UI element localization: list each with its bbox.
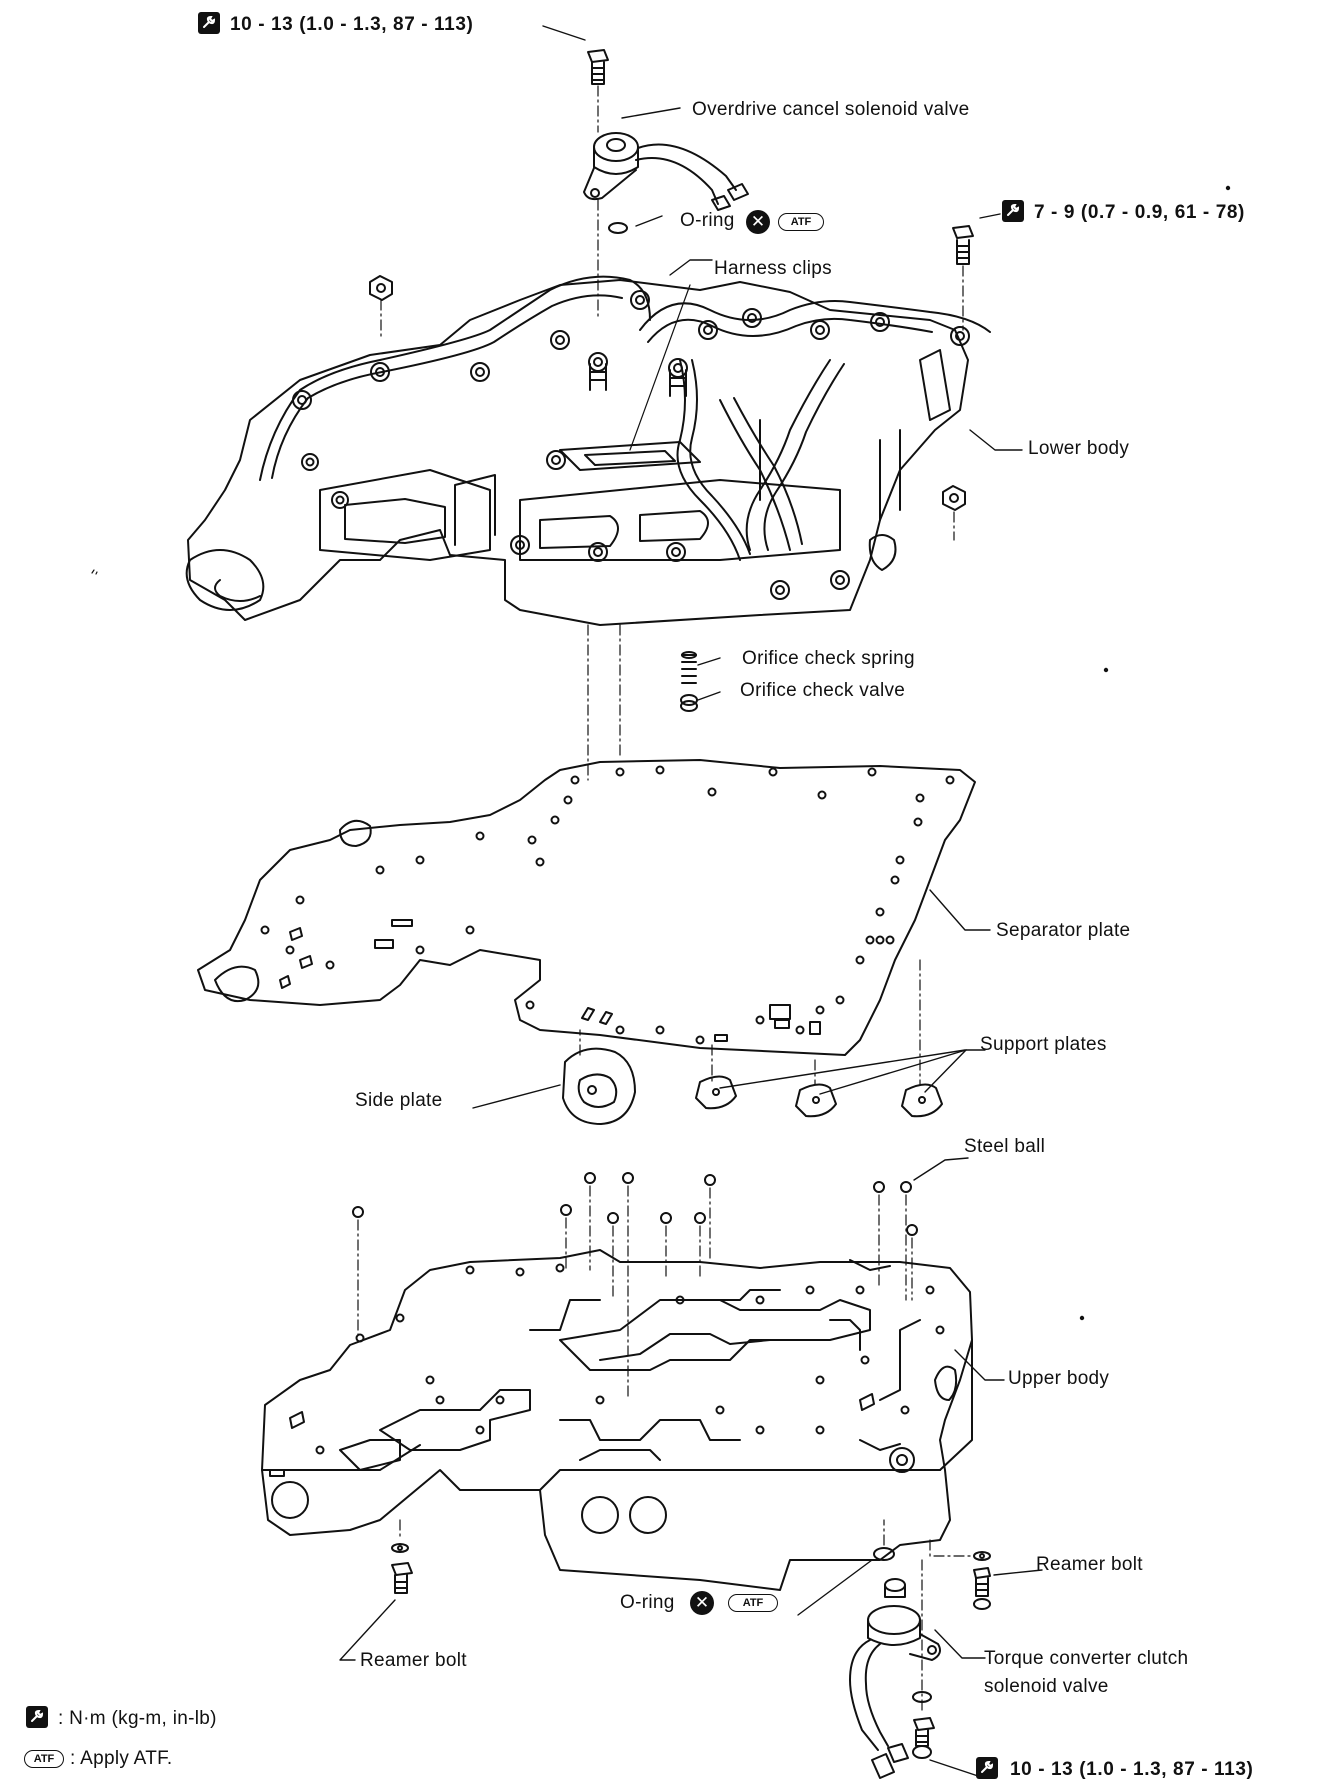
torque-converter-clutch-solenoid-part xyxy=(849,1578,941,1779)
o-ring-bottom-part xyxy=(873,1547,895,1561)
label-overdrive-cancel-solenoid-valve: Overdrive cancel solenoid valve xyxy=(692,99,970,120)
label-harness-clips: Harness clips xyxy=(714,258,832,279)
upper-body-drawing xyxy=(261,1249,973,1591)
legend-apply-atf: : Apply ATF. xyxy=(70,1748,173,1769)
label-o-ring-top: O-ring xyxy=(680,210,735,231)
apply-atf-icon: ATF xyxy=(728,1594,778,1612)
torque-wrench-icon xyxy=(26,1706,48,1728)
side-plate-part xyxy=(562,1047,636,1125)
legend-torque-unit: : N·m (kg-m, in-lb) xyxy=(58,1708,217,1729)
apply-atf-icon: ATF xyxy=(24,1750,64,1768)
label-orifice-check-spring: Orifice check spring xyxy=(742,648,915,669)
torque-wrench-icon xyxy=(1002,200,1024,222)
label-upper-body: Upper body xyxy=(1008,1368,1110,1389)
label-orifice-check-valve: Orifice check valve xyxy=(740,680,906,701)
lower-body-drawing xyxy=(185,275,991,626)
top-bolt xyxy=(587,49,609,85)
overdrive-cancel-solenoid xyxy=(583,132,749,211)
label-steel-ball: Steel ball xyxy=(964,1136,1046,1157)
label-support-plates: Support plates xyxy=(980,1034,1107,1055)
label-torque-converter-clutch-line2: solenoid valve xyxy=(984,1676,1109,1697)
apply-atf-icon: ATF xyxy=(778,213,824,231)
reamer-bolt-right-part xyxy=(973,1551,991,1610)
do-not-reuse-icon: ✕ xyxy=(690,1591,714,1615)
label-side-plate: Side plate xyxy=(355,1090,443,1111)
torque-spec-bottom: 10 - 13 (1.0 - 1.3, 87 - 113) xyxy=(1010,1759,1254,1780)
support-plates-parts xyxy=(695,1075,943,1118)
label-separator-plate: Separator plate xyxy=(996,920,1131,941)
reamer-bolt-left-part xyxy=(391,1543,413,1594)
label-reamer-bolt-left: Reamer bolt xyxy=(360,1650,467,1671)
label-lower-body: Lower body xyxy=(1028,438,1130,459)
label-torque-converter-clutch-line1: Torque converter clutch xyxy=(984,1648,1189,1669)
orifice-check-parts xyxy=(680,651,698,712)
torque-spec-right: 7 - 9 (0.7 - 0.9, 61 - 78) xyxy=(1034,202,1245,223)
steel-balls xyxy=(352,1172,918,1236)
do-not-reuse-icon: ✕ xyxy=(746,210,770,234)
o-ring-top-part xyxy=(608,222,628,234)
torque-spec-top: 10 - 13 (1.0 - 1.3, 87 - 113) xyxy=(230,14,474,35)
label-o-ring-bottom: O-ring xyxy=(620,1592,675,1613)
torque-wrench-icon xyxy=(976,1757,998,1779)
right-bolt xyxy=(952,225,974,265)
separator-plate-drawing xyxy=(197,759,976,1056)
label-reamer-bolt-right: Reamer bolt xyxy=(1036,1554,1143,1575)
torque-wrench-icon xyxy=(198,12,220,34)
